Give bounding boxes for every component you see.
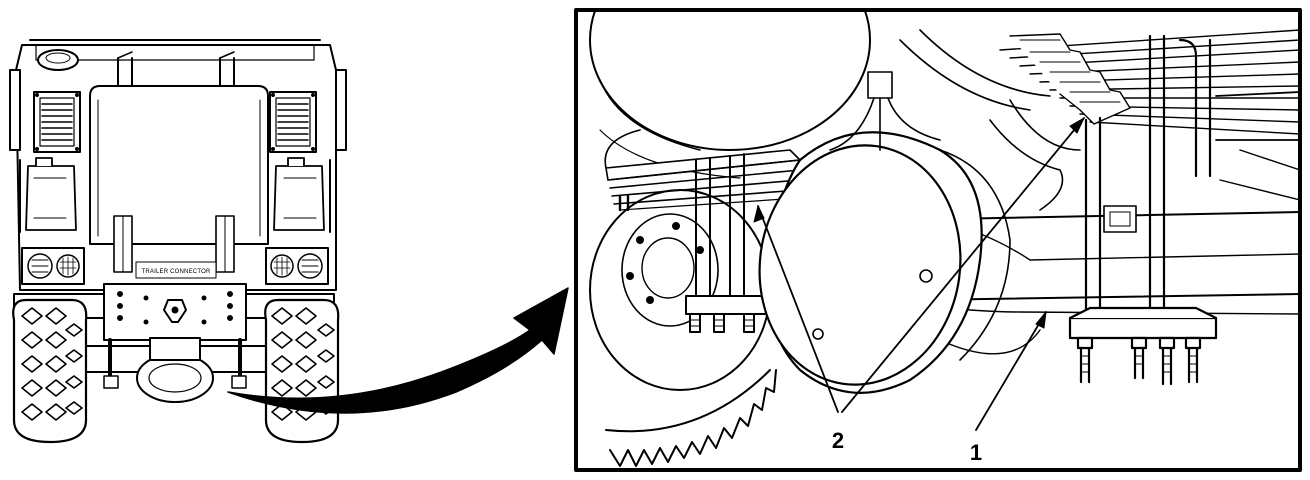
vehicle-rear-view: TRAILER CONNECTOR [9, 39, 347, 444]
louvre-vent-right [269, 91, 317, 153]
rear-tire-right [264, 298, 340, 444]
callout-labels: 2 1 [832, 428, 982, 465]
inset-frame [574, 8, 1302, 472]
tail-light-right [265, 247, 329, 285]
differential-cover [758, 131, 1011, 394]
detail-inset: 2 1 [574, 8, 1302, 472]
callout-2: 2 [832, 428, 844, 453]
u-bolts-right [1068, 34, 1218, 386]
louvre-vent-left [33, 91, 81, 153]
trailer-connector-placard: TRAILER CONNECTOR [135, 261, 217, 279]
callout-1: 1 [970, 440, 982, 465]
rear-door-panel [89, 85, 269, 245]
jerry-can-right [273, 157, 331, 233]
frame-rail [618, 91, 1300, 212]
tail-light-left [21, 247, 85, 285]
callout-arrowheads [753, 117, 1085, 329]
brake-lines [829, 29, 1081, 211]
callout-leaders [757, 117, 1085, 431]
rear-tire-left [12, 298, 88, 444]
door-hinges [113, 215, 235, 273]
rear-axle-housing [69, 337, 285, 403]
jerry-can-left [19, 157, 77, 233]
tone-ring [605, 369, 777, 467]
trailer-connector-label: TRAILER CONNECTOR [142, 269, 211, 275]
wheel-tire-arcs [589, 10, 871, 179]
curved-arrow-icon [227, 287, 569, 414]
